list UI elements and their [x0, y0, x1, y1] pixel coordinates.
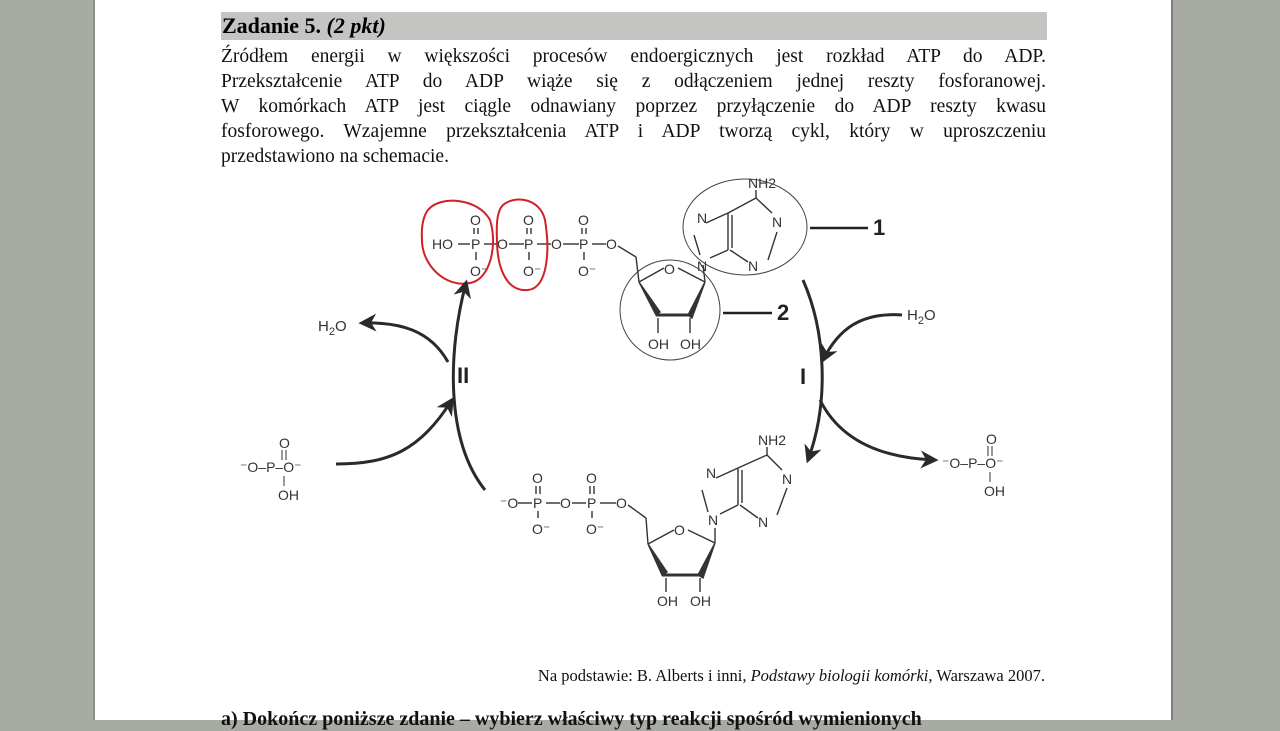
source-citation: Na podstawie: B. Alberts i inni, Podstaw… — [537, 666, 1045, 685]
svg-text:N: N — [697, 258, 707, 274]
svg-text:O: O — [532, 470, 543, 486]
reaction-II-arrows — [335, 279, 487, 491]
svg-text:O: O — [674, 522, 685, 538]
intro-line: przedstawiono na schemacie. — [221, 146, 449, 167]
svg-text:OH: OH — [680, 336, 701, 352]
svg-text:P: P — [587, 495, 596, 511]
intro-line: W komórkach ATP jest ciągle odnawiany po… — [221, 96, 1046, 117]
task-title: Zadanie 5. (2 pkt) — [222, 12, 386, 40]
svg-text:N: N — [758, 514, 768, 530]
label-2: 2 — [777, 300, 789, 325]
svg-text:O: O — [279, 435, 290, 451]
svg-text:O: O — [551, 236, 562, 252]
svg-text:P: P — [524, 236, 533, 252]
svg-text:OH: OH — [984, 483, 1005, 499]
svg-text:⁻O–P–O⁻: ⁻O–P–O⁻ — [240, 459, 301, 475]
water-out-label: H2O — [318, 318, 347, 338]
svg-text:N: N — [748, 258, 758, 274]
water-in-label: H2O — [907, 307, 936, 327]
svg-text:P: P — [579, 236, 588, 252]
svg-text:O⁻: O⁻ — [578, 263, 596, 279]
svg-text:N: N — [697, 210, 707, 226]
svg-text:O: O — [497, 236, 508, 252]
intro-line: Przekształcenie ATP do ADP wiąże się z o… — [221, 71, 1046, 92]
svg-text:O: O — [986, 431, 997, 447]
svg-text:⁻O: ⁻O — [500, 495, 518, 511]
reaction-I-arrows — [801, 279, 939, 469]
ho-label: HO — [432, 236, 453, 252]
intro-line: Źródłem energii w większości procesów en… — [221, 46, 1046, 67]
intro-line: fosforowego. Wzajemne przekształcenia AT… — [221, 121, 1046, 142]
svg-text:O⁻: O⁻ — [586, 521, 604, 537]
task-intro-text: Źródłem energii w większości procesów en… — [221, 44, 1046, 169]
label-1: 1 — [873, 215, 885, 240]
svg-text:OH: OH — [690, 593, 711, 609]
book-title: Podstawy biologii komórki, — [750, 666, 933, 685]
svg-text:N: N — [706, 465, 716, 481]
svg-text:O: O — [586, 470, 597, 486]
svg-text:OH: OH — [657, 593, 678, 609]
svg-text:O: O — [578, 212, 589, 228]
svg-text:N: N — [772, 214, 782, 230]
svg-text:N: N — [708, 512, 718, 528]
reaction-I-label: I — [800, 364, 806, 389]
document-page — [93, 0, 1173, 720]
phosphate-left: ⁻O–P–O⁻ O OH — [240, 435, 301, 503]
svg-text:O: O — [560, 495, 571, 511]
svg-text:O: O — [523, 212, 534, 228]
reaction-II-label: II — [457, 363, 469, 388]
atp-molecule: HO P O O⁻ O P O O⁻ O P O O⁻ O O OH — [432, 175, 808, 361]
svg-text:O: O — [616, 495, 627, 511]
task-points: (2 pkt) — [326, 13, 386, 38]
task-number: Zadanie 5. — [222, 13, 322, 38]
phosphate-right: ⁻O–P–O⁻ O OH — [942, 431, 1005, 499]
part-labels: 1 2 — [723, 215, 885, 325]
svg-text:O: O — [470, 212, 481, 228]
svg-text:⁻O–P–O⁻: ⁻O–P–O⁻ — [942, 455, 1003, 471]
task-header-bar — [221, 12, 1047, 40]
nh2-label-adp: NH2 — [758, 432, 786, 448]
svg-text:P: P — [471, 236, 480, 252]
svg-text:O⁻: O⁻ — [532, 521, 550, 537]
atp-adp-cycle-diagram: HO P O O⁻ O P O O⁻ O P O O⁻ O O OH — [240, 175, 1005, 609]
svg-text:N: N — [782, 471, 792, 487]
svg-text:OH: OH — [278, 487, 299, 503]
adp-molecule: ⁻O P O O⁻ O P O O⁻ O O OH OH N N — [500, 432, 792, 609]
svg-text:O: O — [606, 236, 617, 252]
svg-text:O⁻: O⁻ — [523, 263, 541, 279]
nh2-label: NH2 — [748, 175, 776, 191]
svg-text:P: P — [533, 495, 542, 511]
svg-text:O: O — [664, 261, 675, 277]
svg-text:OH: OH — [648, 336, 669, 352]
